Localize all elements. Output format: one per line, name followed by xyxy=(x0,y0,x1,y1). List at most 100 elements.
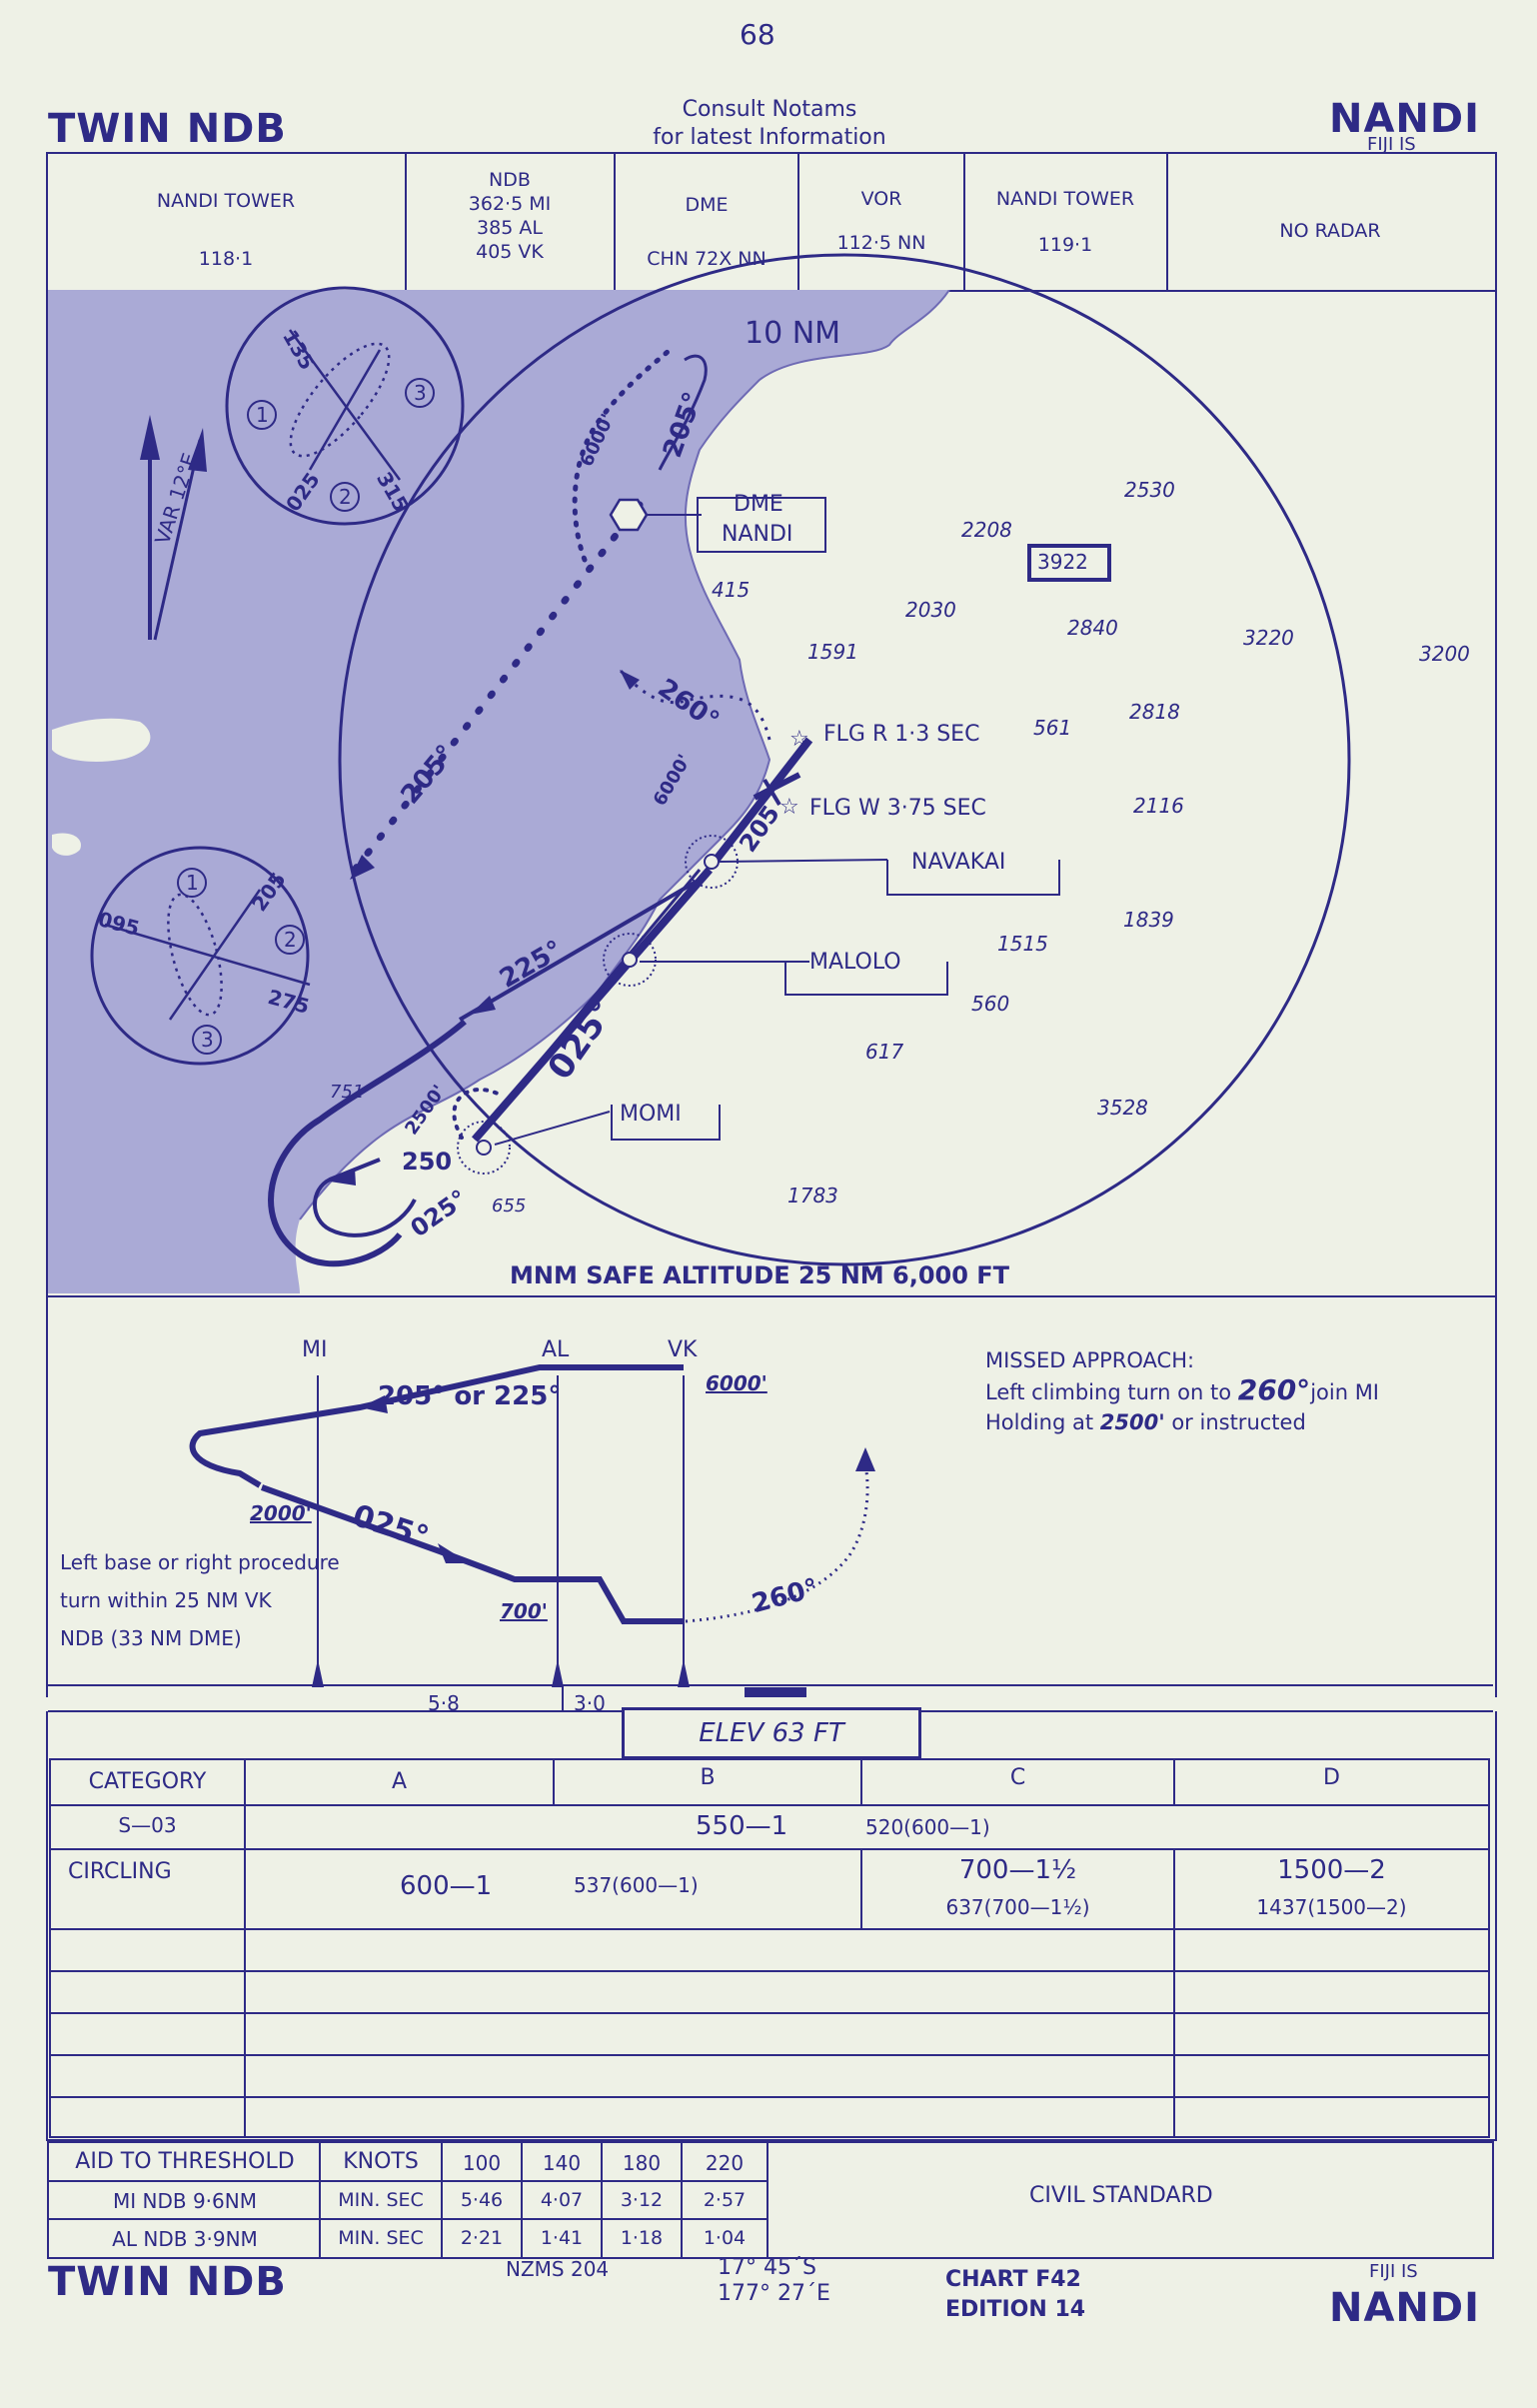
svg-text:☆: ☆ xyxy=(789,727,809,752)
footer-longitude: 177° 27´E xyxy=(718,2281,830,2306)
minima-circling-c-sub: 637(700—1½) xyxy=(945,1895,1090,1919)
timing-cell: 2·21 xyxy=(460,2227,504,2249)
footer-coordinates: 17° 45´S 177° 27´E xyxy=(718,2255,830,2307)
timing-cell: 2·57 xyxy=(703,2189,747,2211)
flg-w-label: FLG W 3·75 SEC xyxy=(809,796,986,821)
minima-frame xyxy=(46,1711,1497,2141)
elevation: 560 xyxy=(971,992,1010,1016)
timing-speed: 100 xyxy=(462,2151,502,2175)
fix-mi-label: MI xyxy=(302,1337,328,1362)
page-number: 68 xyxy=(740,18,775,51)
elevation: 2530 xyxy=(1124,478,1175,502)
vor-value: 112·5 NN xyxy=(836,232,926,254)
notams-note: Consult Notams for latest Information xyxy=(600,96,939,152)
missed-approach-note: MISSED APPROACH: Left climbing turn on t… xyxy=(985,1345,1379,1437)
svg-text:☆: ☆ xyxy=(779,795,799,820)
procedure-note-line1: Left base or right procedure xyxy=(60,1550,340,1574)
elevation: 2208 xyxy=(961,518,1012,542)
notams-line1: Consult Notams xyxy=(682,97,857,122)
plan-view-frame xyxy=(46,288,1497,1297)
navakai-label: NAVAKAI xyxy=(911,850,1006,875)
boxed-elevation: 3922 xyxy=(1037,550,1088,574)
timing-cell: 3·12 xyxy=(620,2189,664,2211)
timing-speed: 180 xyxy=(622,2151,662,2175)
hold2-n1: 1 xyxy=(186,871,199,895)
dme-value: CHN 72X NN xyxy=(647,248,767,270)
timing-cell: 1·04 xyxy=(703,2227,747,2249)
timing-cell: 1·18 xyxy=(620,2227,664,2249)
ma-instructed: or instructed xyxy=(1171,1410,1306,1434)
malolo-label: MALOLO xyxy=(809,950,901,975)
minima-header-category: CATEGORY xyxy=(88,1769,207,1794)
tower-label: NANDI TOWER xyxy=(156,190,296,212)
header-right-sub: FIJI IS xyxy=(1367,134,1416,155)
ma-join: join MI xyxy=(1310,1380,1380,1404)
timing-row-aid: MI NDB 9·6NM xyxy=(113,2189,257,2213)
elevation: 617 xyxy=(865,1040,904,1064)
timing-row-aid: AL NDB 3·9NM xyxy=(112,2227,258,2251)
ndb-mi: 362·5 MI xyxy=(468,193,552,215)
timing-row-unit: MIN. SEC xyxy=(338,2227,424,2249)
alt-2000: 2000' xyxy=(250,1501,312,1525)
minima-circling-d-sub: 1437(1500—2) xyxy=(1256,1895,1407,1919)
elevation: 1839 xyxy=(1123,908,1174,932)
procedure-note-line2: turn within 25 NM VK xyxy=(60,1588,272,1612)
elevation: 415 xyxy=(712,578,751,602)
missed-approach-title: MISSED APPROACH: xyxy=(985,1348,1195,1372)
ma-altitude: 2500' xyxy=(1099,1410,1165,1434)
elevation: 655 xyxy=(492,1196,527,1216)
minima-circling-a: 600—1 xyxy=(400,1871,493,1901)
dme-symbol xyxy=(609,498,649,532)
plan-view-map: ☆ ☆ xyxy=(48,253,1351,1293)
procedure-note: Left base or right procedure turn within… xyxy=(60,1543,340,1657)
ndb-vk: 405 VK xyxy=(476,241,544,263)
minima-circling-label: CIRCLING xyxy=(68,1859,172,1884)
hold1-n3: 3 xyxy=(414,381,427,405)
holding-pattern-1 xyxy=(225,286,465,526)
timing-speed: 220 xyxy=(705,2151,745,2175)
ring-10nm xyxy=(338,253,1351,1266)
dme-label: DME xyxy=(685,194,729,216)
elevation: 3200 xyxy=(1419,642,1470,666)
procedure-note-line3: NDB (33 NM DME) xyxy=(60,1626,242,1650)
elevation: 1515 xyxy=(997,932,1048,956)
timing-speed: 140 xyxy=(542,2151,582,2175)
dme-station-name: NANDI xyxy=(722,522,793,547)
holding-pattern-2 xyxy=(90,846,311,1066)
timing-cell: 1·41 xyxy=(540,2227,584,2249)
fix-al-label: AL xyxy=(542,1337,570,1362)
minima-header-c: C xyxy=(1009,1765,1026,1790)
elevation: 2840 xyxy=(1067,616,1118,640)
civil-standard-note: CIVIL STANDARD xyxy=(1029,2183,1213,2208)
footer-edition: EDITION 14 xyxy=(945,2297,1086,2322)
footer-left-title: TWIN NDB xyxy=(48,2259,287,2305)
hold2-n2: 2 xyxy=(284,928,297,952)
ma-heading: 260° xyxy=(1237,1373,1311,1406)
elevation: 561 xyxy=(1033,716,1072,740)
tower2-label: NANDI TOWER xyxy=(995,188,1135,210)
ndb-label: NDB xyxy=(489,169,531,191)
tower2-freq: 119·1 xyxy=(1037,234,1093,256)
minima-circling-c: 700—1½ xyxy=(958,1855,1077,1885)
tower-freq: 118·1 xyxy=(198,248,254,270)
elevation: 3220 xyxy=(1243,626,1294,650)
ndb-freqs: NDB 362·5 MI 385 AL 405 VK xyxy=(407,168,613,264)
msa-note: MNM SAFE ALTITUDE 25 NM 6,000 FT xyxy=(510,1261,1010,1289)
missed-approach-line3: Holding at 2500' or instructed xyxy=(985,1407,1379,1437)
momi-ndb xyxy=(457,1121,511,1175)
malolo-ndb xyxy=(603,933,657,987)
fix-vk-label: VK xyxy=(668,1337,698,1362)
timing-header-aid: AID TO THRESHOLD xyxy=(75,2149,295,2174)
elevation: 751 xyxy=(330,1082,365,1103)
footer-nzms: NZMS 204 xyxy=(506,2257,610,2281)
missed-approach-line2: Left climbing turn on to 260°join MI xyxy=(985,1375,1379,1407)
vor-label: VOR xyxy=(860,188,902,210)
elevation: 1783 xyxy=(787,1184,838,1207)
dme-station-label: DME xyxy=(734,492,783,517)
profile-frame xyxy=(46,1295,1497,1697)
elevation: 2030 xyxy=(905,598,956,622)
minima-circling-a-sub: 537(600—1) xyxy=(574,1873,699,1897)
minima-s03-label: S—03 xyxy=(118,1813,177,1837)
minima-header-b: B xyxy=(700,1765,716,1790)
